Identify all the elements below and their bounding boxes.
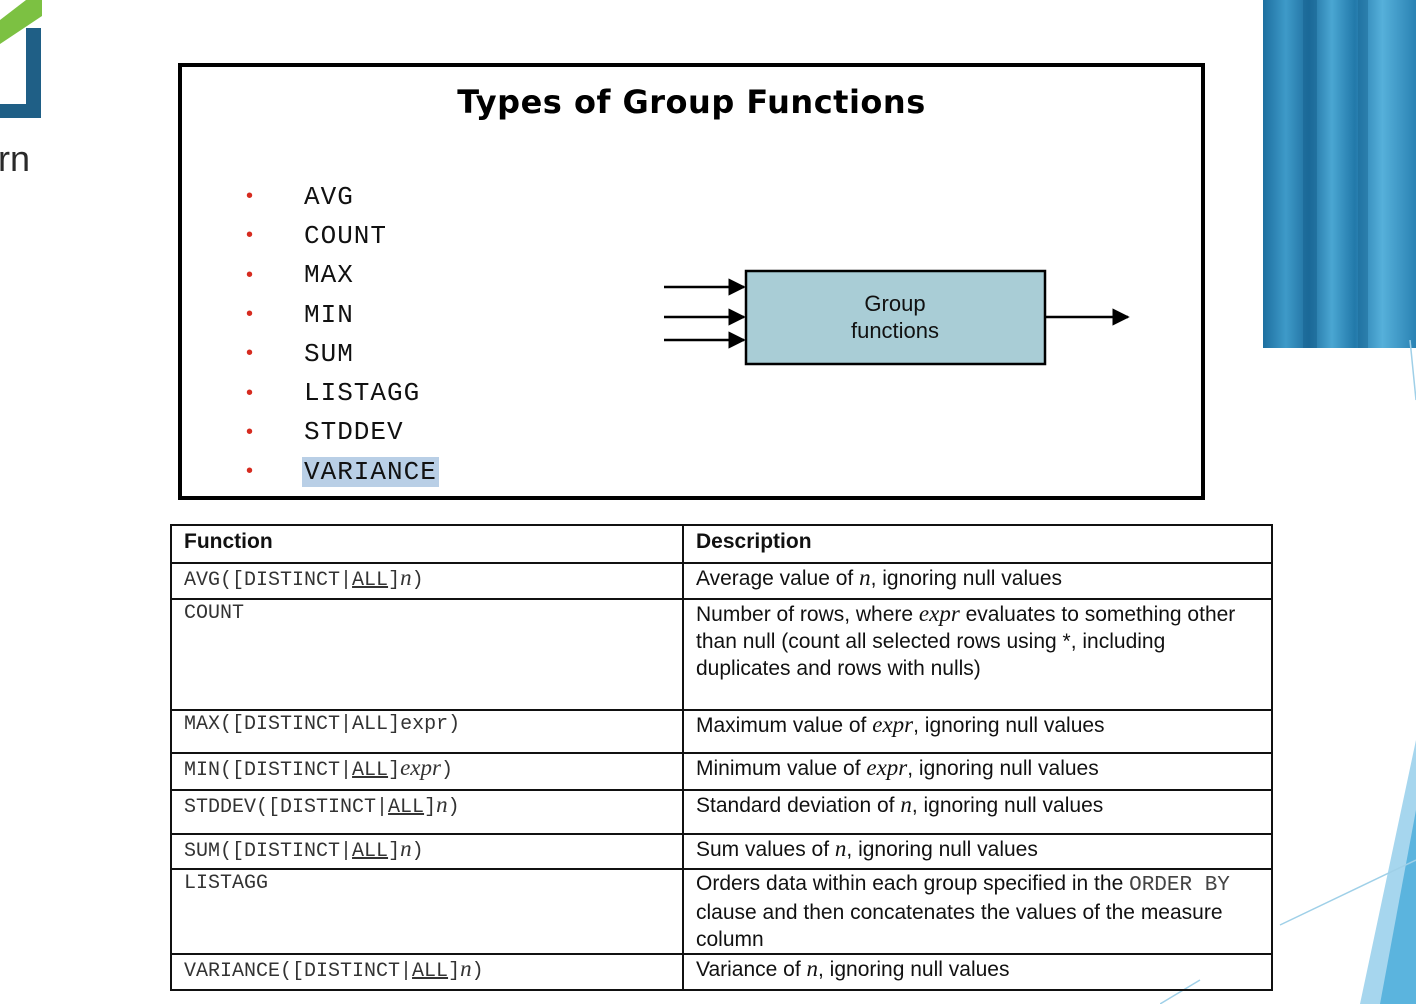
function-syntax: AVG([DISTINCT|ALL]n) xyxy=(170,562,684,600)
table-row: AVG([DISTINCT|ALL]n) Average value of n,… xyxy=(170,562,1273,600)
logo xyxy=(0,0,42,118)
list-item: • LISTAGG xyxy=(242,373,439,412)
logo-green-arrow xyxy=(0,0,42,44)
slide-panel: Types of Group Functions • AVG • COUNT • MA… xyxy=(178,63,1205,500)
logo-partial-text: rn xyxy=(0,138,31,179)
bullet-icon: • xyxy=(246,263,254,286)
function-name[interactable]: STDDEV xyxy=(304,417,404,448)
bullet-icon: • xyxy=(246,303,254,326)
table-row: LISTAGG Orders data within each group sp… xyxy=(170,868,1273,955)
slide-title: Types of Group Functions xyxy=(457,83,926,121)
function-syntax: MIN([DISTINCT|ALL]expr) xyxy=(170,752,684,791)
function-syntax: SUM([DISTINCT|ALL]n) xyxy=(170,833,684,870)
function-description: Maximum value of expr, ignoring null val… xyxy=(682,709,1273,754)
function-description: Number of rows, where expr evaluates to … xyxy=(682,598,1273,711)
bullet-icon: • xyxy=(246,460,254,483)
list-item: • SUM xyxy=(242,334,439,373)
function-syntax: COUNT xyxy=(170,598,684,711)
function-description: Standard deviation of n, ignoring null v… xyxy=(682,789,1273,835)
column-header-function: Function xyxy=(170,524,684,564)
function-name-selected[interactable]: VARIANCE xyxy=(302,456,439,487)
group-functions-box xyxy=(744,269,1047,366)
bullet-icon: • xyxy=(246,381,254,404)
function-description: Average value of n, ignoring null values xyxy=(682,562,1273,600)
list-item: • STDDEV xyxy=(242,413,439,452)
list-item: • COUNT xyxy=(242,216,439,255)
list-item: • MIN xyxy=(242,295,439,334)
webcam-feed xyxy=(1263,0,1416,348)
function-name[interactable]: MIN xyxy=(304,299,354,330)
list-item: • VARIANCE xyxy=(242,452,439,491)
bullet-icon: • xyxy=(246,185,254,208)
table-row: COUNT Number of rows, where expr evaluat… xyxy=(170,598,1273,711)
function-list: • AVG • COUNT • MAX • MIN • SUM • LISTAGG • STD… xyxy=(242,177,439,491)
function-syntax: LISTAGG xyxy=(170,868,684,955)
column-header-description: Description xyxy=(682,524,1273,564)
table-row: VARIANCE([DISTINCT|ALL]n) Variance of n,… xyxy=(170,953,1273,991)
functions-table: Function Description AVG([DISTINCT|ALL]n… xyxy=(170,524,1273,991)
function-description: Minimum value of expr, ignoring null val… xyxy=(682,752,1273,791)
table-row: SUM([DISTINCT|ALL]n) Sum values of n, ig… xyxy=(170,833,1273,870)
table-row: MAX([DISTINCT|ALL]expr) Maximum value of… xyxy=(170,709,1273,754)
function-name[interactable]: AVG xyxy=(304,181,354,212)
function-name[interactable]: LISTAGG xyxy=(304,378,421,409)
function-syntax: VARIANCE([DISTINCT|ALL]n) xyxy=(170,953,684,991)
table-header-row: Function Description xyxy=(170,524,1273,564)
logo-blue-bar xyxy=(26,28,41,118)
function-description: Variance of n, ignoring null values xyxy=(682,953,1273,991)
function-description: Sum values of n, ignoring null values xyxy=(682,833,1273,870)
function-name[interactable]: MAX xyxy=(304,260,354,291)
diagram-label-line1: Group xyxy=(864,291,925,316)
function-syntax: MAX([DISTINCT|ALL]expr) xyxy=(170,709,684,754)
table-row: MIN([DISTINCT|ALL]expr) Minimum value of… xyxy=(170,752,1273,791)
logo-blue-base xyxy=(0,104,41,118)
table-row: STDDEV([DISTINCT|ALL]n) Standard deviati… xyxy=(170,789,1273,835)
function-name[interactable]: SUM xyxy=(304,338,354,369)
list-item: • MAX xyxy=(242,256,439,295)
bullet-icon: • xyxy=(246,420,254,443)
function-name[interactable]: COUNT xyxy=(304,220,388,251)
bullet-icon: • xyxy=(246,342,254,365)
bullet-icon: • xyxy=(246,224,254,247)
group-functions-diagram: Group functions xyxy=(664,269,1130,366)
function-syntax: STDDEV([DISTINCT|ALL]n) xyxy=(170,789,684,835)
diagram-label-line2: functions xyxy=(851,318,939,343)
list-item: • AVG xyxy=(242,177,439,216)
function-description: Orders data within each group specified … xyxy=(682,868,1273,955)
